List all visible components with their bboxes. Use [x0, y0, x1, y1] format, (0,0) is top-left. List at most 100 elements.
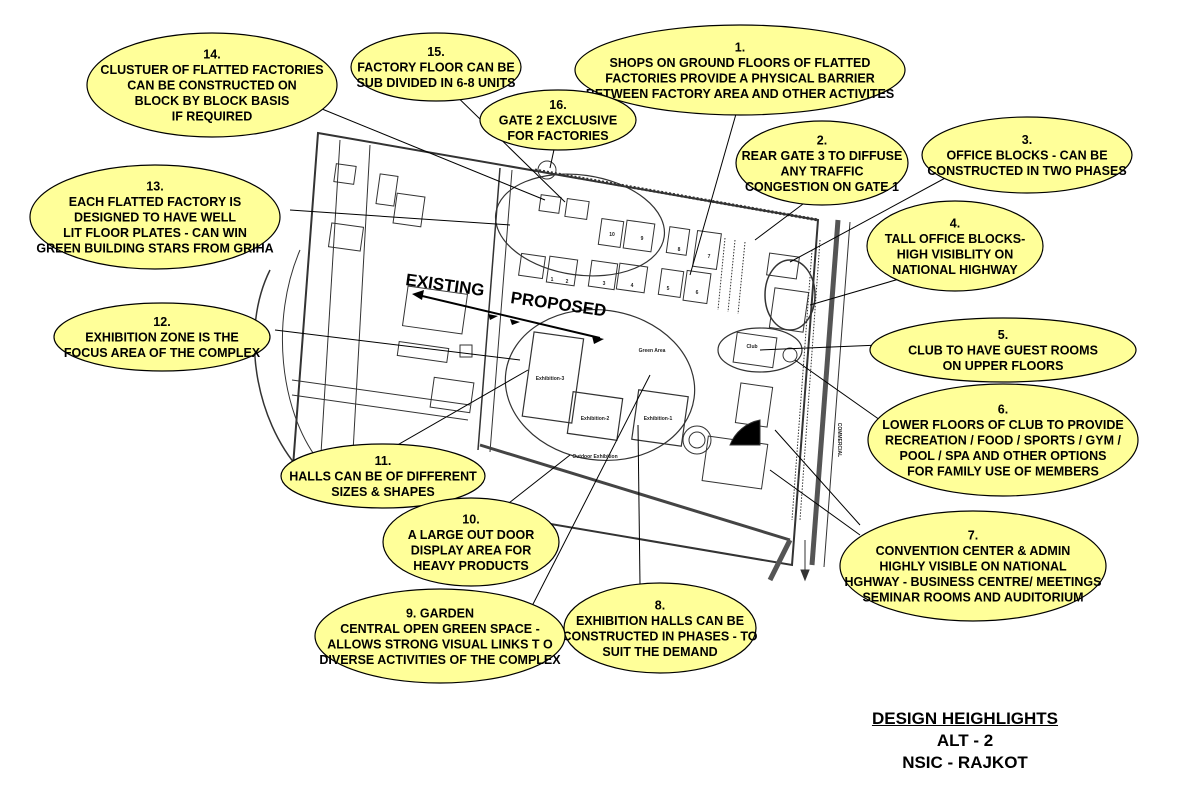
callout-number: 12.: [153, 315, 170, 329]
callout-line: HEAVY PRODUCTS: [413, 559, 529, 573]
callout-line: NATIONAL HIGHWAY: [892, 263, 1018, 277]
callout-line: TALL OFFICE BLOCKS-: [885, 232, 1026, 246]
callout-line: HALLS CAN BE OF DIFFERENT: [289, 470, 477, 484]
site-plan: [253, 131, 851, 582]
callout-bubble: [53, 302, 271, 372]
callout-c7: 7.CONVENTION CENTER & ADMIN HIGHLY VISIBL…: [839, 510, 1107, 622]
callout-line: HIGH VISIBLITY ON: [897, 247, 1013, 261]
callout-line: CAN BE CONSTRUCTED ON: [127, 79, 296, 93]
callout-line: EACH FLATTED FACTORY IS: [69, 195, 241, 209]
callout-c9: 9. GARDEN CENTRAL OPEN GREEN SPACE -ALLOW…: [314, 588, 566, 684]
zone-label-green-area: Green Area: [639, 348, 666, 354]
zone-label-exhibition-2: Exhibition-2: [581, 416, 610, 422]
callout-number: 9. GARDEN: [406, 606, 474, 620]
existing-proposed-marker: EXISTING PROPOSED: [404, 270, 608, 344]
callout-line: CONVENTION CENTER & ADMIN: [876, 544, 1071, 558]
zone-label-exhibition-3: Exhibition-3: [536, 376, 565, 382]
callout-number: 13.: [146, 180, 163, 194]
factory-number-5: 5: [667, 286, 670, 292]
callout-line: FOR FAMILY USE OF MEMBERS: [907, 465, 1099, 479]
callout-line: SEMINAR ROOMS AND AUDITORIUM: [862, 591, 1083, 605]
callout-number: 4.: [950, 216, 960, 230]
left-parcel-lines: [319, 139, 341, 471]
callout-line: DISPLAY AREA FOR: [411, 543, 532, 557]
callout-bubble: [867, 383, 1139, 497]
callout-line: EXHIBITION ZONE IS THE: [85, 331, 239, 345]
callout-bubble: [869, 317, 1137, 383]
curved-road: [253, 269, 301, 471]
callout-bubble: [921, 116, 1133, 194]
callout-bubble: [735, 120, 909, 206]
callout-line: FACTORY FLOOR CAN BE: [357, 61, 514, 75]
callout-bubble: [382, 497, 560, 587]
factory-number-10: 10: [609, 232, 615, 238]
callout-line: POOL / SPA AND OTHER OPTIONS: [900, 449, 1107, 463]
callout-line: IF REQUIRED: [172, 110, 253, 124]
callout-line: DIVERSE ACTIVITIES OF THE COMPLEX: [319, 653, 561, 667]
callout-line: HGHWAY - BUSINESS CENTRE/ MEETINGS: [845, 575, 1102, 589]
callout-line: GREEN BUILDING STARS FROM GRIHA: [36, 242, 273, 256]
factory-number-1: 1: [551, 277, 554, 283]
callout-bubble: [839, 510, 1107, 622]
club-block: [732, 331, 778, 369]
callout-bubble: [314, 588, 566, 684]
factory-number-3: 3: [603, 281, 606, 287]
title-main: DESIGN HEIGHLIGHTS: [871, 709, 1059, 728]
callout-line: CLUB TO HAVE GUEST ROOMS: [908, 344, 1098, 358]
factory-number-9: 9: [641, 236, 644, 242]
callout-line: BLOCK BY BLOCK BASIS: [135, 94, 290, 108]
zone-label-outdoor: Outdoor Exhibition: [572, 454, 617, 460]
factory-number-4: 4: [631, 283, 634, 289]
callout-bubble: [574, 24, 906, 116]
factory-number-7: 7: [708, 254, 711, 260]
callout-line: CENTRAL OPEN GREEN SPACE -: [340, 622, 540, 636]
callout-number: 3.: [1022, 133, 1032, 147]
callout-line: SHOPS ON GROUND FLOORS OF FLATTED: [610, 56, 871, 70]
factory-number-6: 6: [696, 290, 699, 296]
callout-line: CONSTRUCTED IN PHASES - TO: [563, 629, 758, 643]
callout-line: FOCUS AREA OF THE COMPLEX: [64, 346, 261, 360]
callout-number: 7.: [968, 529, 978, 543]
callout-number: 8.: [655, 598, 665, 612]
callout-number: 6.: [998, 403, 1008, 417]
exhibition-halls: [521, 331, 689, 447]
plan-labels: 1 2 3 4 5 6 7 8 9 10 Exhibition-3 Exhibi…: [536, 232, 842, 460]
callout-c4: 4. TALL OFFICE BLOCKS-HIGH VISIBLITY ON NA…: [866, 200, 1044, 292]
callout-line: ANY TRAFFIC: [780, 164, 863, 178]
callout-bubble: [280, 443, 486, 509]
callout-line: HIGHLY VISIBLE ON NATIONAL: [879, 560, 1067, 574]
callout-line: BETWEEN FACTORY AREA AND OTHER ACTIVITES: [586, 87, 894, 101]
callout-number: 16.: [549, 98, 566, 112]
callout-line: FOR FACTORIES: [507, 129, 608, 143]
callout-number: 10.: [462, 512, 479, 526]
site-boundary: [290, 131, 820, 567]
callout-line: ALLOWS STRONG VISUAL LINKS T O: [327, 637, 553, 651]
road-label: COMMERCIAL: [836, 423, 842, 457]
title-alt: ALT - 2: [936, 731, 994, 750]
title-project: NSIC - RAJKOT: [902, 753, 1028, 772]
callout-c1: 1.SHOPS ON GROUND FLOORS OF FLATTEDFACTO…: [574, 24, 906, 116]
callout-number: 15.: [427, 45, 444, 59]
callout-line: SIZES & SHAPES: [331, 485, 435, 499]
callout-number: 1.: [735, 40, 745, 54]
callout-line: REAR GATE 3 TO DIFFUSE: [742, 149, 903, 163]
callout-bubble: [866, 200, 1044, 292]
callout-line: ON UPPER FLOORS: [943, 359, 1064, 373]
callout-line: LIT FLOOR PLATES - CAN WIN: [63, 226, 247, 240]
callout-line: CONSTRUCTED IN TWO PHASES: [927, 164, 1126, 178]
factory-number-2: 2: [566, 279, 569, 285]
callout-number: 5.: [998, 328, 1008, 342]
callout-line: EXHIBITION HALLS CAN BE: [576, 614, 744, 628]
zone-label-club: Club: [746, 344, 757, 350]
